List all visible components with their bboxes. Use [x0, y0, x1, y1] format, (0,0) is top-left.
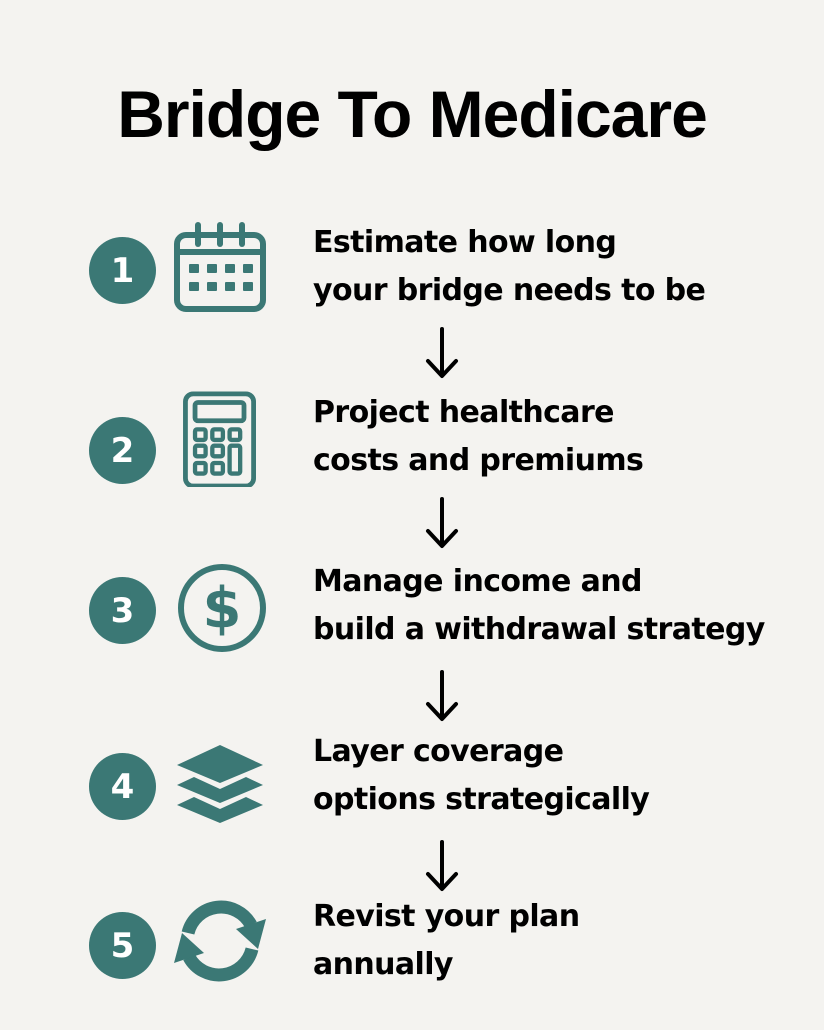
step-description: Estimate how long your bridge needs to b… — [313, 225, 706, 308]
down-arrow-icon — [426, 497, 458, 548]
step-description: Project healthcare costs and premiums — [313, 395, 644, 478]
refresh-cycle-icon — [174, 900, 266, 982]
down-arrow-icon — [426, 670, 458, 721]
down-arrow-icon — [426, 327, 458, 378]
layers-icon — [177, 745, 263, 823]
calendar-icon — [174, 222, 266, 312]
step-number-badge: 1 — [89, 237, 156, 304]
step-description: Revist your plan annually — [313, 899, 580, 982]
down-arrow-icon — [426, 840, 458, 891]
dollar-circle-icon: $ — [178, 564, 266, 652]
step-number-badge: 5 — [89, 912, 156, 979]
svg-text:$: $ — [203, 576, 242, 641]
calculator-icon — [183, 391, 256, 487]
step-description: Layer coverage options strategically — [313, 734, 650, 817]
page-title: Bridge To Medicare — [117, 77, 708, 151]
step-number-badge: 3 — [89, 577, 156, 644]
step-description: Manage income and build a withdrawal str… — [313, 564, 765, 647]
step-number-badge: 4 — [89, 753, 156, 820]
step-number-badge: 2 — [89, 417, 156, 484]
